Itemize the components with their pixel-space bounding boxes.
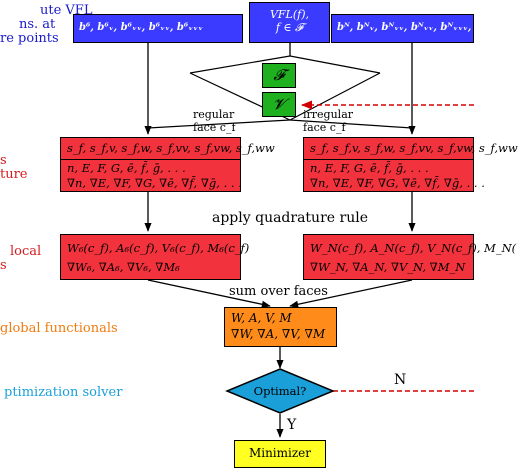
green-f-label: 𝓕	[273, 66, 285, 84]
label-compute-vfl-line2: ns. at	[19, 17, 56, 32]
irregular-face-line2: face c_f	[303, 121, 346, 134]
minimizer-label: Minimizer	[248, 446, 312, 460]
label-compute-vfl-line3: re points	[0, 31, 59, 46]
irregular-face-line1: irregular	[303, 108, 354, 121]
red-lower-right-box: W_N(c_f), A_N(c_f), V_N(c_f), M_N( ∇W_N,…	[303, 234, 516, 280]
label-global-functionals: global functionals	[0, 321, 118, 336]
top-left-basis-box: b⁶, b⁶ᵥ, b⁶ᵥᵥ, b⁶ᵥᵥ, b⁶ᵥᵥᵥ	[73, 14, 243, 43]
label-red-step-line1: s	[0, 153, 7, 168]
label-red-step-line2: ture	[0, 167, 28, 182]
sum-over-faces-label: sum over faces	[229, 284, 328, 299]
regular-face-line1: regular	[193, 108, 235, 121]
connector-lines	[144, 43, 474, 438]
label-optimization-solver: ptimization solver	[4, 385, 123, 400]
yes-label: Y	[287, 417, 297, 433]
no-label: N	[394, 372, 407, 388]
green-f-box: 𝓕	[262, 63, 296, 88]
red-lower-right-row2: ∇W_N, ∇A_N, ∇V_N, ∇M_N	[310, 260, 466, 274]
orange-row2: ∇W, ∇A, ∇V, ∇M	[231, 327, 326, 341]
diamond-label: Optimal?	[253, 384, 307, 398]
red-upper-left-row1: s_f, s_f,v, s_f,w, s_f,vv, s_f,vw, s_f,w…	[67, 141, 275, 155]
apply-quadrature-label: apply quadrature rule	[212, 210, 368, 226]
orange-global-box: W, A, V, M ∇W, ∇A, ∇V, ∇M	[224, 307, 337, 347]
red-upper-right-row3: ∇n, ∇E, ∇F, ∇G, ∇ē, ∇f̄, ∇ḡ, . . .	[310, 176, 485, 190]
red-lower-left-row1: W₆(c_f), A₆(c_f), V₆(c_f), M₆(c_f)	[67, 241, 250, 255]
green-v-box: 𝓥	[262, 92, 296, 117]
red-lower-right-row1: W_N(c_f), A_N(c_f), V_N(c_f), M_N(	[310, 241, 517, 255]
red-upper-right-row1: s_f, s_f,v, s_f,w, s_f,vv, s_f,vw, s_f,w…	[310, 141, 518, 155]
decision-diamond	[225, 368, 335, 414]
label-local-line1: local	[10, 244, 42, 259]
green-v-label: 𝓥	[272, 95, 286, 113]
vfl-box: VFL(f), f ∈ 𝓕	[249, 2, 330, 43]
red-upper-left-row2: n, E, F, G, ē, f̄, ḡ, . . .	[67, 161, 186, 175]
red-upper-left-row3: ∇n, ∇E, ∇F, ∇G, ∇ē, ∇f̄, ∇ḡ, . . .	[67, 176, 242, 190]
regular-face-label: regular face c_f	[193, 108, 236, 134]
red-upper-left-box: s_f, s_f,v, s_f,w, s_f,vv, s_f,vw, s_f,w…	[60, 137, 275, 192]
top-right-basis-text: bᴺ, bᴺᵥ, bᴺᵥᵥ, bᴺᵥᵥ, bᴺᵥᵥᵥ, b	[337, 22, 482, 33]
red-lower-left-row2: ∇W₆, ∇A₆, ∇V₆, ∇M₆	[67, 260, 180, 274]
orange-row1: W, A, V, M	[231, 311, 292, 325]
vfl-line2: f ∈ 𝓕	[275, 21, 304, 34]
top-right-basis-box: bᴺ, bᴺᵥ, bᴺᵥᵥ, bᴺᵥᵥ, bᴺᵥᵥᵥ, b	[331, 14, 482, 43]
red-upper-right-row2: n, E, F, G, ē, f̄, ḡ, . . .	[310, 161, 429, 175]
top-left-basis-text: b⁶, b⁶ᵥ, b⁶ᵥᵥ, b⁶ᵥᵥ, b⁶ᵥᵥᵥ	[79, 22, 204, 33]
regular-face-line2: face c_f	[193, 121, 236, 134]
irregular-face-label: irregular face c_f	[303, 108, 353, 134]
red-upper-right-box: s_f, s_f,v, s_f,w, s_f,vv, s_f,vw, s_f,w…	[303, 137, 518, 192]
minimizer-box: Minimizer	[234, 440, 326, 468]
label-local-line2: s	[0, 258, 7, 273]
red-lower-left-box: W₆(c_f), A₆(c_f), V₆(c_f), M₆(c_f) ∇W₆, …	[60, 234, 249, 280]
vfl-line1: VFL(f),	[269, 8, 310, 21]
